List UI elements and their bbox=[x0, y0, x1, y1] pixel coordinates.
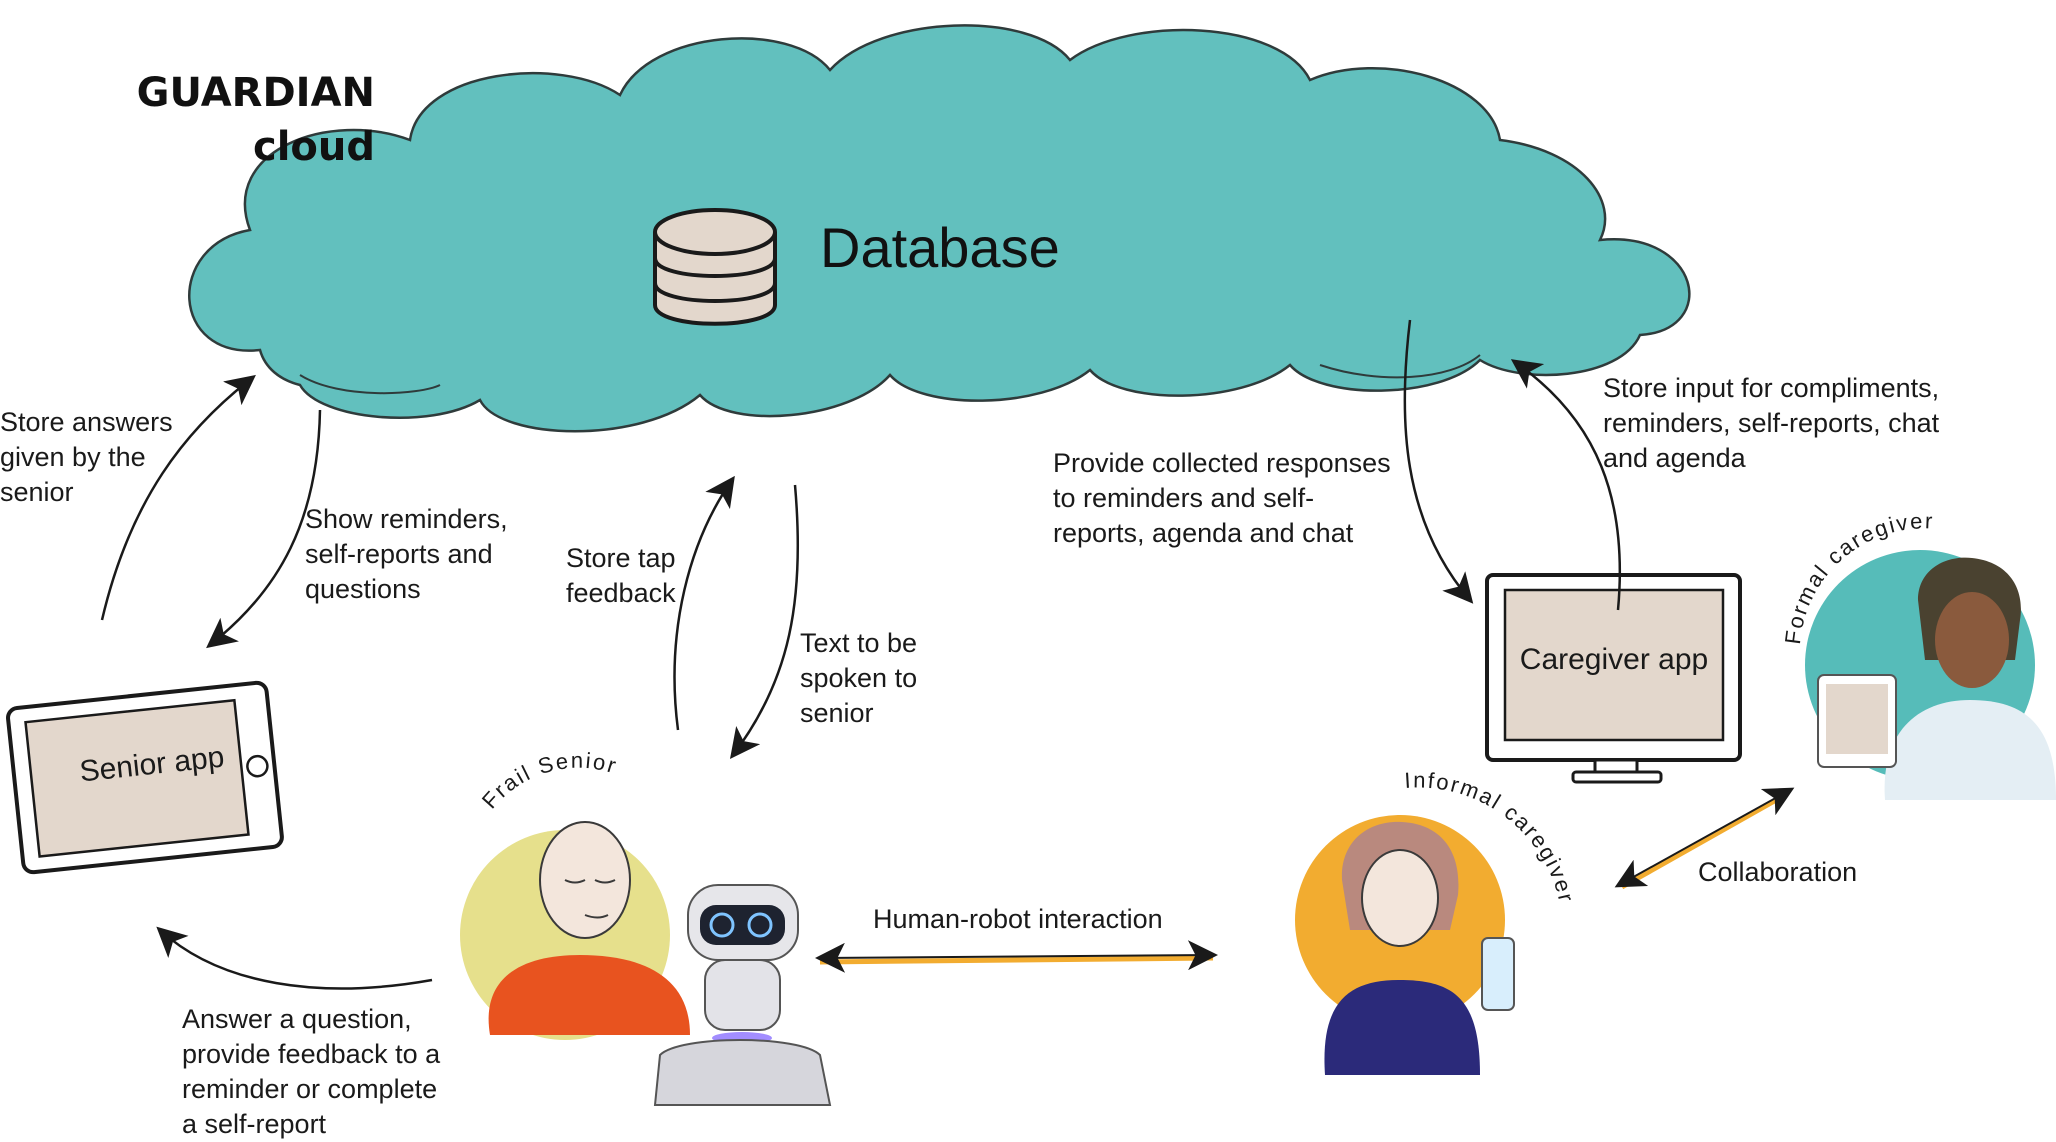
arrow-store-tap bbox=[673, 475, 735, 731]
frail-senior-illustration bbox=[460, 821, 690, 1040]
label-store-input: Store input for compliments, reminders, … bbox=[1603, 373, 1940, 473]
arrow-store-answers bbox=[100, 374, 256, 621]
arrow-store-input bbox=[1510, 359, 1622, 611]
frail-senior-label: Frail Senior bbox=[477, 748, 621, 814]
caregiver-app-monitor bbox=[1485, 573, 1742, 784]
database-label: Database bbox=[820, 216, 1060, 279]
robot-illustration bbox=[653, 884, 832, 1106]
label-human-robot: Human-robot interaction bbox=[873, 904, 1163, 934]
arrow-show-reminders bbox=[206, 409, 322, 649]
label-collaboration: Collaboration bbox=[1698, 857, 1858, 887]
label-text-spoken: Text to be spoken to senior bbox=[800, 628, 918, 728]
arrow-provide-collected bbox=[1403, 319, 1474, 604]
formal-caregiver-illustration bbox=[1805, 550, 2056, 800]
label-show-reminders: Show reminders, self-reports and questio… bbox=[305, 504, 508, 604]
label-store-answers: Store answers given by the senior bbox=[0, 407, 173, 507]
arrow-human-robot bbox=[815, 940, 1218, 973]
label-answer-question: Answer a question, provide feedback to a… bbox=[182, 1004, 441, 1139]
label-store-tap: Store tap feedback bbox=[566, 543, 676, 608]
arrow-collaboration bbox=[1614, 787, 1795, 890]
database-icon bbox=[653, 208, 777, 326]
guardian-cloud-title: GUARDIAN cloud bbox=[136, 70, 375, 170]
senior-app-tablet bbox=[6, 680, 284, 875]
arrow-answer-question bbox=[156, 926, 433, 990]
caregiver-app-label: Caregiver app bbox=[1519, 643, 1709, 676]
informal-caregiver-illustration bbox=[1295, 815, 1515, 1075]
label-provide-collected: Provide collected responses to reminders… bbox=[1053, 448, 1391, 548]
arrow-text-spoken bbox=[729, 484, 800, 759]
guardian-cloud bbox=[188, 24, 1691, 433]
